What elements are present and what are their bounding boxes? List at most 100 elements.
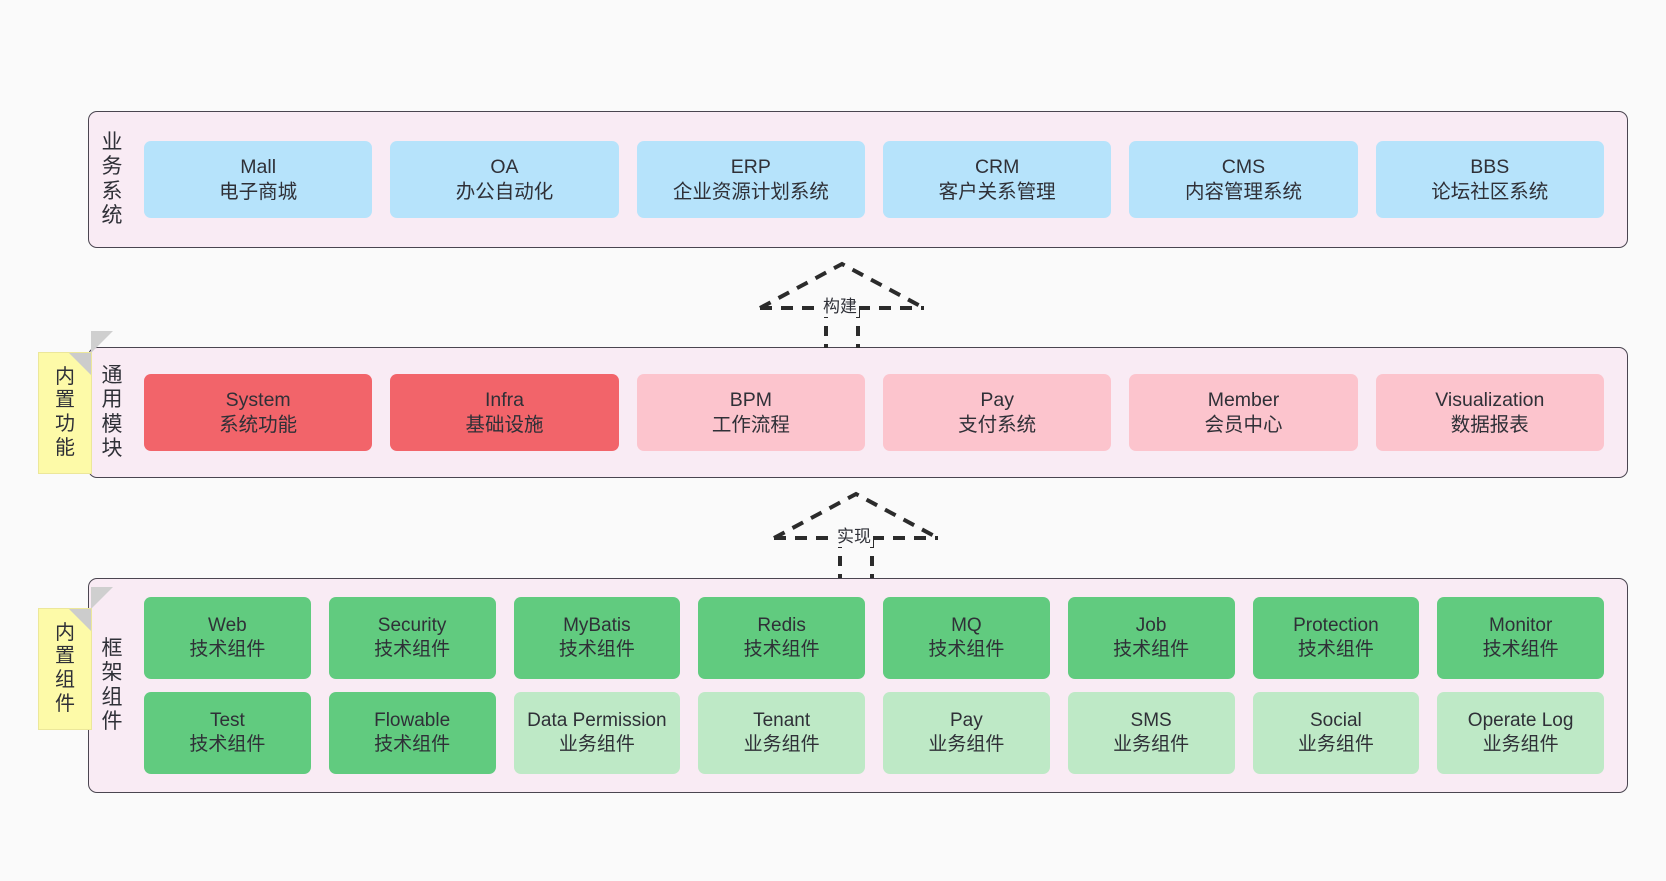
connector-build: 构建	[758, 261, 925, 348]
node-subtitle: 企业资源计划系统	[672, 180, 829, 203]
sticky-note-builtin-components: 内 置 组 件	[38, 608, 92, 730]
node-title: BBS	[1470, 155, 1510, 178]
node-cms[interactable]: CMS 内容管理系统	[1129, 141, 1358, 218]
sticky-note-label: 内 置 功 能	[55, 365, 75, 459]
sticky-fold-icon	[69, 609, 91, 631]
node-title: System	[225, 388, 291, 411]
node-subtitle: 技术组件	[1297, 639, 1374, 660]
node-title: SMS	[1130, 710, 1172, 732]
node-subtitle: 技术组件	[1482, 639, 1559, 660]
node-redis[interactable]: Redis 技术组件	[698, 597, 865, 679]
node-subtitle: 技术组件	[558, 639, 635, 660]
node-subtitle: 业务组件	[928, 734, 1005, 755]
node-subtitle: 论坛社区系统	[1431, 180, 1549, 203]
layer-body-framework-components: Web 技术组件 Security 技术组件 MyBatis 技术组件 Redi…	[135, 579, 1627, 792]
node-tenant[interactable]: Tenant 业务组件	[698, 692, 865, 774]
node-title: Pay	[980, 388, 1014, 411]
layer-body-common-modules: System 系统功能 Infra 基础设施 BPM 工作流程 Pay 支付系统…	[135, 348, 1627, 477]
layer-framework-components: 框 架 组 件 Web 技术组件 Security 技术组件 MyBatis 技…	[88, 578, 1628, 793]
node-job[interactable]: Job 技术组件	[1067, 597, 1235, 679]
node-monitor[interactable]: Monitor 技术组件	[1437, 597, 1604, 679]
node-system[interactable]: System 系统功能	[144, 374, 373, 451]
node-crm[interactable]: CRM 客户关系管理	[882, 141, 1112, 218]
node-mall[interactable]: Mall 电子商城	[144, 141, 373, 218]
node-subtitle: 业务组件	[558, 734, 635, 755]
node-title: Member	[1207, 388, 1280, 411]
node-subtitle: 内容管理系统	[1184, 180, 1302, 203]
node-infra[interactable]: Infra 基础设施	[390, 374, 619, 451]
node-title: Redis	[757, 615, 806, 637]
node-pay[interactable]: Pay 支付系统	[882, 374, 1112, 451]
sticky-note-label: 内 置 组 件	[55, 621, 75, 715]
node-subtitle: 会员中心	[1204, 413, 1283, 436]
node-web[interactable]: Web 技术组件	[144, 597, 311, 679]
node-row-technical: Web 技术组件 Security 技术组件 MyBatis 技术组件 Redi…	[135, 597, 1613, 679]
node-erp[interactable]: ERP 企业资源计划系统	[636, 141, 865, 218]
node-title: CRM	[974, 155, 1020, 178]
node-security[interactable]: Security 技术组件	[328, 597, 496, 679]
layer-title-common-modules: 通 用 模 块	[101, 363, 123, 460]
node-mybatis[interactable]: MyBatis 技术组件	[513, 597, 681, 679]
sticky-fold-icon	[69, 353, 91, 375]
node-subtitle: 支付系统	[958, 413, 1037, 436]
node-title: Data Permission	[527, 710, 667, 732]
node-subtitle: 技术组件	[189, 639, 266, 660]
arrow-head-triangle	[759, 261, 925, 310]
node-title: MyBatis	[563, 615, 631, 637]
node-title: Job	[1135, 615, 1167, 637]
node-protection[interactable]: Protection 技术组件	[1252, 597, 1420, 679]
node-row: System 系统功能 Infra 基础设施 BPM 工作流程 Pay 支付系统…	[135, 374, 1613, 451]
node-subtitle: 技术组件	[743, 639, 820, 660]
node-title: Pay	[950, 710, 983, 732]
node-operate-log[interactable]: Operate Log 业务组件	[1437, 692, 1604, 774]
node-title: Infra	[484, 388, 524, 411]
node-test[interactable]: Test 技术组件	[144, 692, 311, 774]
connector-implement-label: 实现	[835, 522, 873, 547]
node-title: Protection	[1293, 615, 1379, 637]
node-subtitle: 基础设施	[465, 413, 544, 436]
node-visualization[interactable]: Visualization 数据报表	[1375, 374, 1604, 451]
layer-body-business-systems: Mall 电子商城 OA 办公自动化 ERP 企业资源计划系统 CRM 客户关系…	[135, 112, 1627, 247]
node-title: Flowable	[374, 710, 451, 732]
node-row: Mall 电子商城 OA 办公自动化 ERP 企业资源计划系统 CRM 客户关系…	[135, 141, 1613, 218]
node-title: Visualization	[1435, 388, 1545, 411]
node-subtitle: 办公自动化	[455, 180, 554, 203]
node-subtitle: 技术组件	[374, 734, 451, 755]
node-title: Mall	[240, 155, 277, 178]
node-subtitle: 工作流程	[711, 413, 790, 436]
node-title: OA	[490, 155, 519, 178]
node-subtitle: 业务组件	[1297, 734, 1374, 755]
connector-build-label: 构建	[821, 292, 859, 317]
node-title: Web	[208, 615, 247, 637]
layer-title-framework-components: 框 架 组 件	[101, 636, 123, 733]
node-subtitle: 技术组件	[1113, 639, 1190, 660]
node-title: Monitor	[1488, 615, 1553, 637]
node-title: Operate Log	[1467, 710, 1574, 732]
node-title: CMS	[1221, 155, 1266, 178]
node-subtitle: 技术组件	[374, 639, 451, 660]
node-bpm[interactable]: BPM 工作流程	[636, 374, 865, 451]
node-member[interactable]: Member 会员中心	[1129, 374, 1358, 451]
node-title: Test	[209, 710, 245, 732]
node-mq[interactable]: MQ 技术组件	[883, 597, 1050, 679]
node-row-business: Test 技术组件 Flowable 技术组件 Data Permission …	[135, 692, 1613, 774]
node-pay-business[interactable]: Pay 业务组件	[883, 692, 1050, 774]
node-oa[interactable]: OA 办公自动化	[390, 141, 619, 218]
node-subtitle: 系统功能	[219, 413, 298, 436]
connector-implement: 实现	[772, 491, 939, 578]
layer-title-business-systems: 业 务 系 统	[101, 130, 123, 227]
node-subtitle: 客户关系管理	[938, 180, 1056, 203]
node-title: Social	[1310, 710, 1362, 732]
node-subtitle: 数据报表	[1450, 413, 1529, 436]
node-bbs[interactable]: BBS 论坛社区系统	[1375, 141, 1604, 218]
node-subtitle: 业务组件	[743, 734, 820, 755]
node-social[interactable]: Social 业务组件	[1252, 692, 1420, 774]
node-title: MQ	[951, 615, 982, 637]
arrow-head-triangle	[773, 491, 939, 540]
layer-business-systems: 业 务 系 统 Mall 电子商城 OA 办公自动化 ERP 企业资源计划系统 …	[88, 111, 1628, 248]
node-data-permission[interactable]: Data Permission 业务组件	[513, 692, 681, 774]
node-sms[interactable]: SMS 业务组件	[1067, 692, 1235, 774]
node-flowable[interactable]: Flowable 技术组件	[328, 692, 496, 774]
node-subtitle: 技术组件	[928, 639, 1005, 660]
node-title: Tenant	[753, 710, 811, 732]
